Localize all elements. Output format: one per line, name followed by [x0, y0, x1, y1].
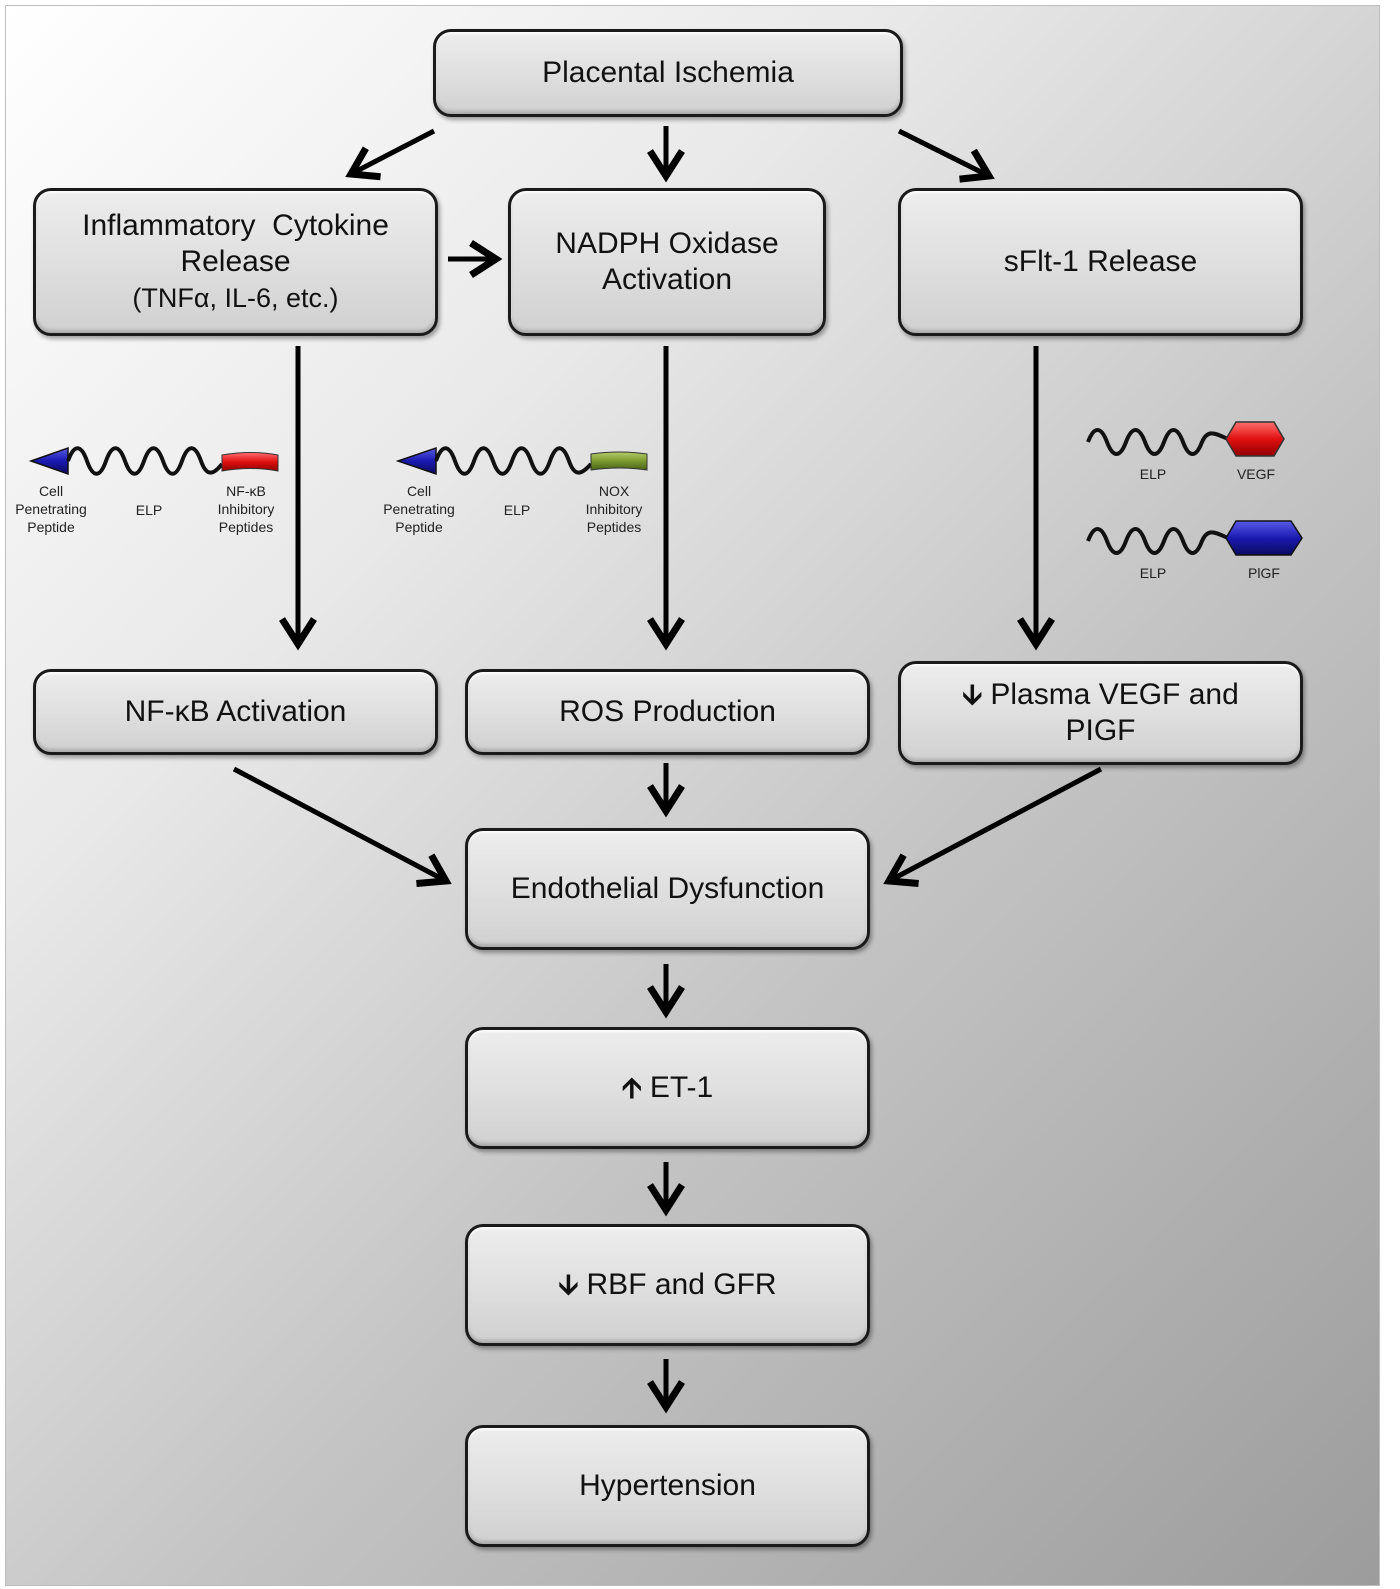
construct-left [28, 446, 279, 476]
rbf-gfr-box: 🡫RBF and GFR [465, 1224, 870, 1346]
vegf-elp-label: ELP [1139, 466, 1167, 482]
endothelial-dysfunction-box: Endothelial Dysfunction [465, 828, 870, 950]
diagram-canvas: Placental Ischemia Inflammatory Cytokine… [5, 5, 1380, 1586]
left-cpp-label-l2: Penetrating [15, 501, 87, 517]
inflammatory-label-line2: Release [180, 245, 291, 278]
inflammatory-cytokine-box: Inflammatory Cytokine Release (TNFα, IL-… [33, 188, 438, 336]
plasma-label-line1: Plasma VEGF and [990, 678, 1239, 711]
up-arrow-icon: 🡩 [621, 1072, 642, 1103]
left-cargo-label: NF-κB Inhibitory Peptides [206, 482, 286, 536]
ros-production-box: ROS Production [465, 669, 870, 755]
elp-coil-icon [66, 446, 224, 476]
placental-ischemia-box: Placental Ischemia [433, 29, 903, 117]
construct-middle [395, 446, 648, 476]
hypertension-box: Hypertension [465, 1425, 870, 1547]
nox-peptide-icon [590, 451, 648, 471]
plgf-elp-label: ELP [1139, 565, 1167, 581]
middle-cpp-label-l3: Peptide [395, 519, 443, 535]
ros-label: ROS Production [559, 695, 776, 728]
et1-box: 🡩ET-1 [465, 1027, 870, 1149]
left-cpp-label-l1: Cell [38, 483, 64, 499]
arrow-plasma-to-endothelial [883, 766, 1103, 887]
left-cpp-label-l3: Peptide [27, 519, 75, 535]
nadph-oxidase-box: NADPH Oxidase Activation [508, 188, 826, 336]
middle-cargo-label: NOX Inhibitory Peptides [574, 482, 654, 536]
middle-cargo-label-l3: Peptides [586, 519, 642, 535]
arrows-layer [28, 126, 1303, 1414]
down-arrow-icon: 🡫 [558, 1269, 579, 1300]
rbf-label: RBF and GFR [586, 1268, 777, 1301]
left-cargo-label-l1: NF-κB [226, 483, 266, 499]
sflt1-label: sFlt-1 Release [1003, 245, 1198, 278]
arrow-nfkb-to-endothelial [232, 766, 452, 887]
middle-elp-label: ELP [503, 502, 531, 518]
plasma-label-line2: PIGF [1065, 714, 1136, 747]
vegf-label: VEGF [1236, 466, 1276, 482]
plgf-hexagon-icon [1225, 520, 1303, 556]
middle-cargo-label-l1: NOX [598, 483, 630, 499]
cpp-triangle-icon [395, 446, 437, 476]
nfkb-activation-box: NF-κB Activation [33, 669, 438, 755]
left-cargo-label-l3: Peptides [218, 519, 274, 535]
plgf-label: PlGF [1248, 565, 1280, 581]
placental-ischemia-label: Placental Ischemia [542, 56, 794, 89]
arrow-ischemia-to-cytokine [345, 128, 436, 181]
elp-coil-icon [1086, 428, 1229, 456]
sflt1-release-box: sFlt-1 Release [898, 188, 1303, 336]
middle-cargo-label-l2: Inhibitory [585, 501, 643, 517]
endothelial-label: Endothelial Dysfunction [510, 872, 825, 905]
middle-cpp-label-l1: Cell [406, 483, 432, 499]
plasma-label-line1-wrap: 🡫Plasma VEGF and [962, 677, 1239, 713]
middle-cpp-label-l2: Penetrating [383, 501, 455, 517]
plasma-vegf-plgf-box: 🡫Plasma VEGF and PIGF [898, 661, 1303, 765]
construct-vegf [1086, 421, 1285, 457]
cpp-triangle-icon [28, 446, 69, 476]
nfkb-label: NF-κB Activation [124, 695, 347, 728]
hypertension-label: Hypertension [579, 1469, 756, 1502]
down-arrow-icon: 🡫 [962, 679, 983, 710]
nadph-label-line1: NADPH Oxidase [555, 227, 779, 260]
inflammatory-label-line1: Inflammatory Cytokine [82, 209, 389, 242]
construct-plgf [1086, 520, 1303, 556]
left-cargo-label-l2: Inhibitory [217, 501, 275, 517]
et1-label: ET-1 [649, 1071, 714, 1104]
arrow-ischemia-to-sflt1 [897, 128, 995, 183]
inflammatory-label-line3: (TNFα, IL-6, etc.) [132, 283, 339, 313]
vegf-hexagon-icon [1225, 421, 1285, 457]
elp-coil-icon [434, 446, 593, 476]
nfkb-peptide-icon [221, 452, 279, 472]
left-elp-label: ELP [135, 502, 163, 518]
middle-cpp-label: Cell Penetrating Peptide [374, 482, 464, 536]
left-cpp-label: Cell Penetrating Peptide [6, 482, 96, 536]
nadph-label-line2: Activation [601, 263, 733, 296]
elp-coil-icon [1086, 527, 1229, 555]
